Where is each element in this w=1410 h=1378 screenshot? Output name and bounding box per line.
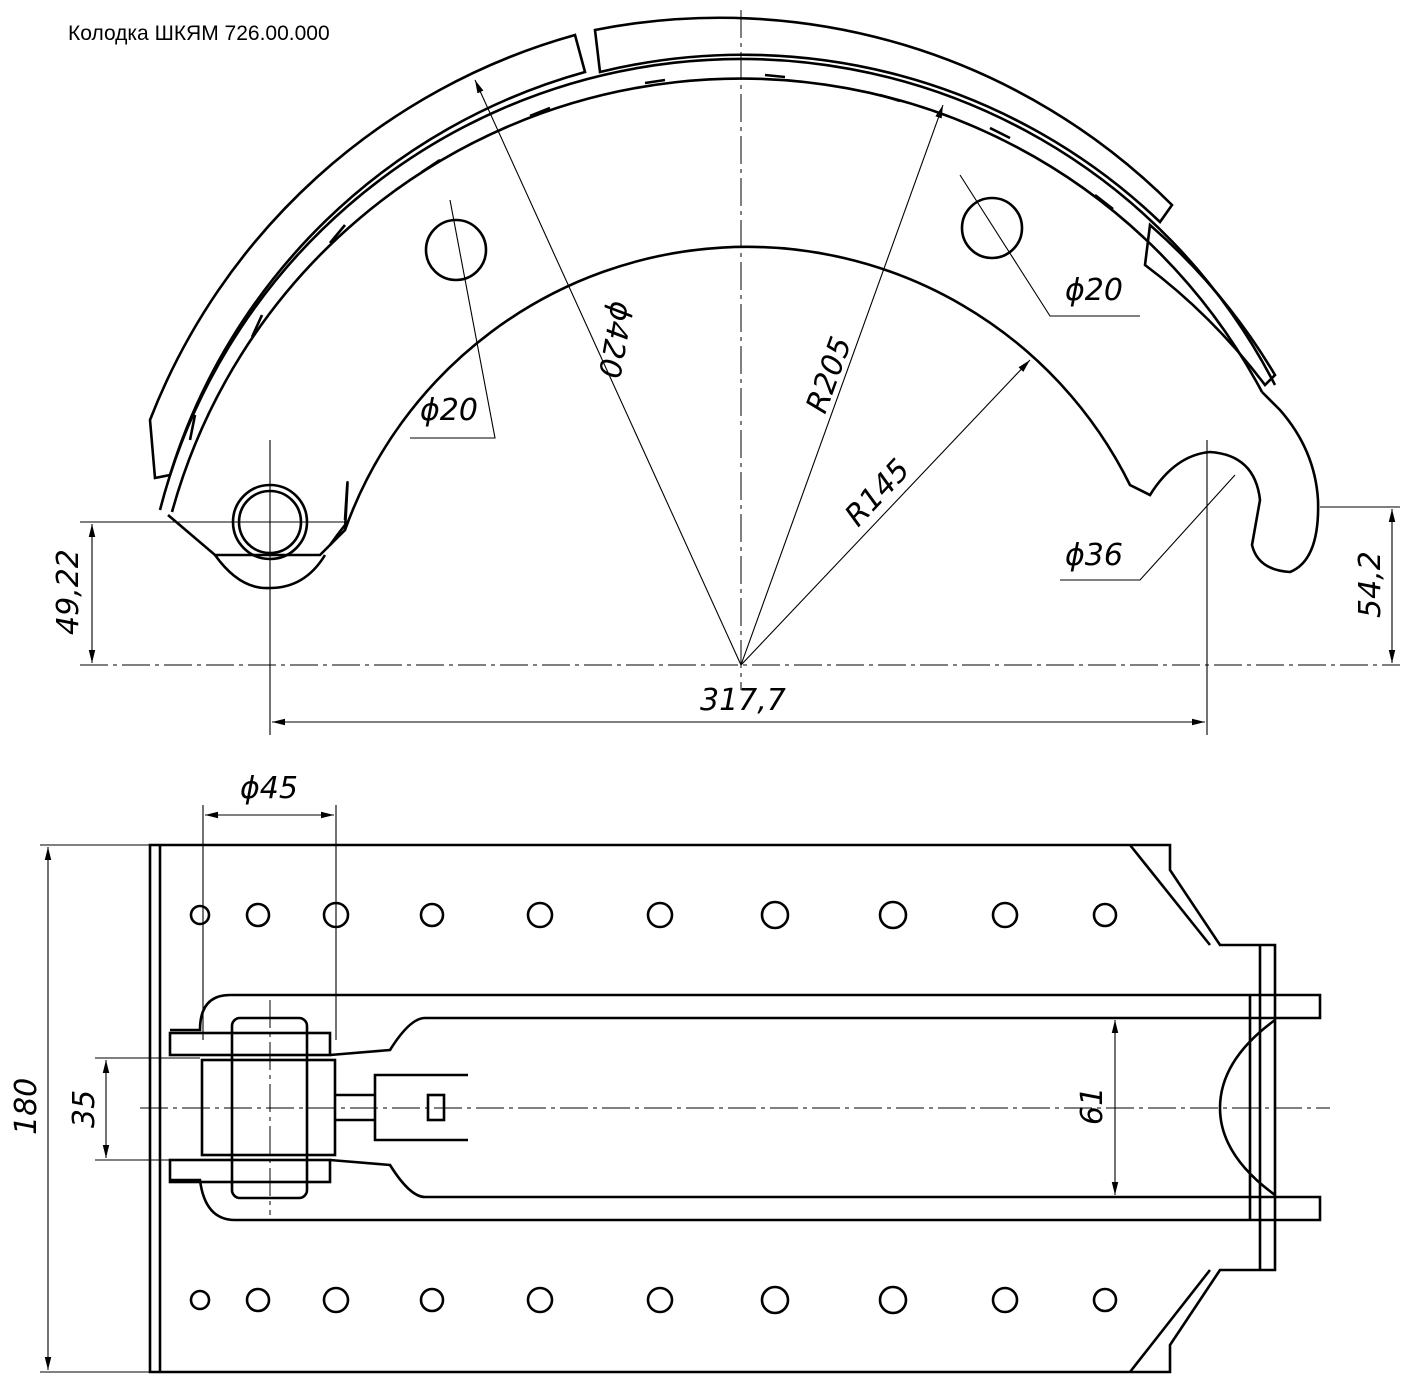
pin-body — [230, 1016, 309, 1200]
web-edge — [328, 524, 347, 546]
dim-right-height-label: 54,2 — [1353, 551, 1388, 618]
rivet-row-bottom — [189, 1285, 1118, 1315]
lining-right — [593, 16, 1174, 224]
web-end — [1218, 995, 1276, 1220]
dim-line-r145 — [740, 359, 1031, 666]
dim-slot-diameter: ϕ36 — [1065, 538, 1123, 573]
dim-pin-diameter-label: ϕ45 — [240, 771, 298, 806]
pin-head — [200, 1058, 337, 1157]
dim-lining-diameter: ϕ420 — [591, 299, 639, 381]
lining-edge-top — [1128, 844, 1212, 946]
roller-keeper — [426, 1093, 446, 1122]
dim-hole-right: ϕ20 — [1065, 273, 1123, 308]
dim-width-label: 180 — [9, 1078, 44, 1135]
web-bottom — [170, 1158, 1322, 1222]
dim-web-gap-label: 61 — [1075, 1087, 1110, 1125]
dim-pin-length-label: 35 — [67, 1090, 102, 1128]
drawing-title: Колодка ШКЯМ 726.00.000 — [68, 22, 330, 45]
shoe-web — [167, 245, 1320, 574]
lining-right-lower — [1143, 222, 1277, 387]
rivet-row-top — [189, 900, 1118, 930]
plan-view: ϕ45 180 35 61 — [9, 771, 1330, 1374]
leader-slot — [1060, 474, 1236, 581]
shoe-rim — [158, 57, 1277, 511]
shoe-rim-inner — [170, 77, 1264, 513]
pin-flange-top — [168, 1031, 332, 1057]
lining-edge-bottom — [1128, 1269, 1212, 1373]
shoe-outline — [148, 843, 1277, 1374]
leader-hole-left — [410, 199, 496, 439]
pin-flange-bottom — [168, 1158, 332, 1184]
roller-stub — [335, 1073, 468, 1142]
leader-hole-right — [959, 174, 1140, 317]
dim-line-r205 — [740, 104, 944, 666]
dim-hole-left: ϕ20 — [420, 393, 478, 428]
web-top — [170, 993, 1322, 1057]
lining-left — [148, 33, 587, 480]
rivet-marks — [188, 73, 1114, 441]
spring-hole-right — [960, 196, 1024, 260]
dim-line-lining — [474, 79, 742, 666]
dim-span-label: 317,7 — [700, 683, 786, 718]
front-view: ϕ20 ϕ20 ϕ420 R205 R145 ϕ36 49,22 54,2 31… — [51, 10, 1400, 735]
spring-hole-left — [424, 218, 488, 282]
dim-left-height-label: 49,22 — [51, 549, 86, 635]
dim-outer-radius: R205 — [800, 332, 860, 417]
